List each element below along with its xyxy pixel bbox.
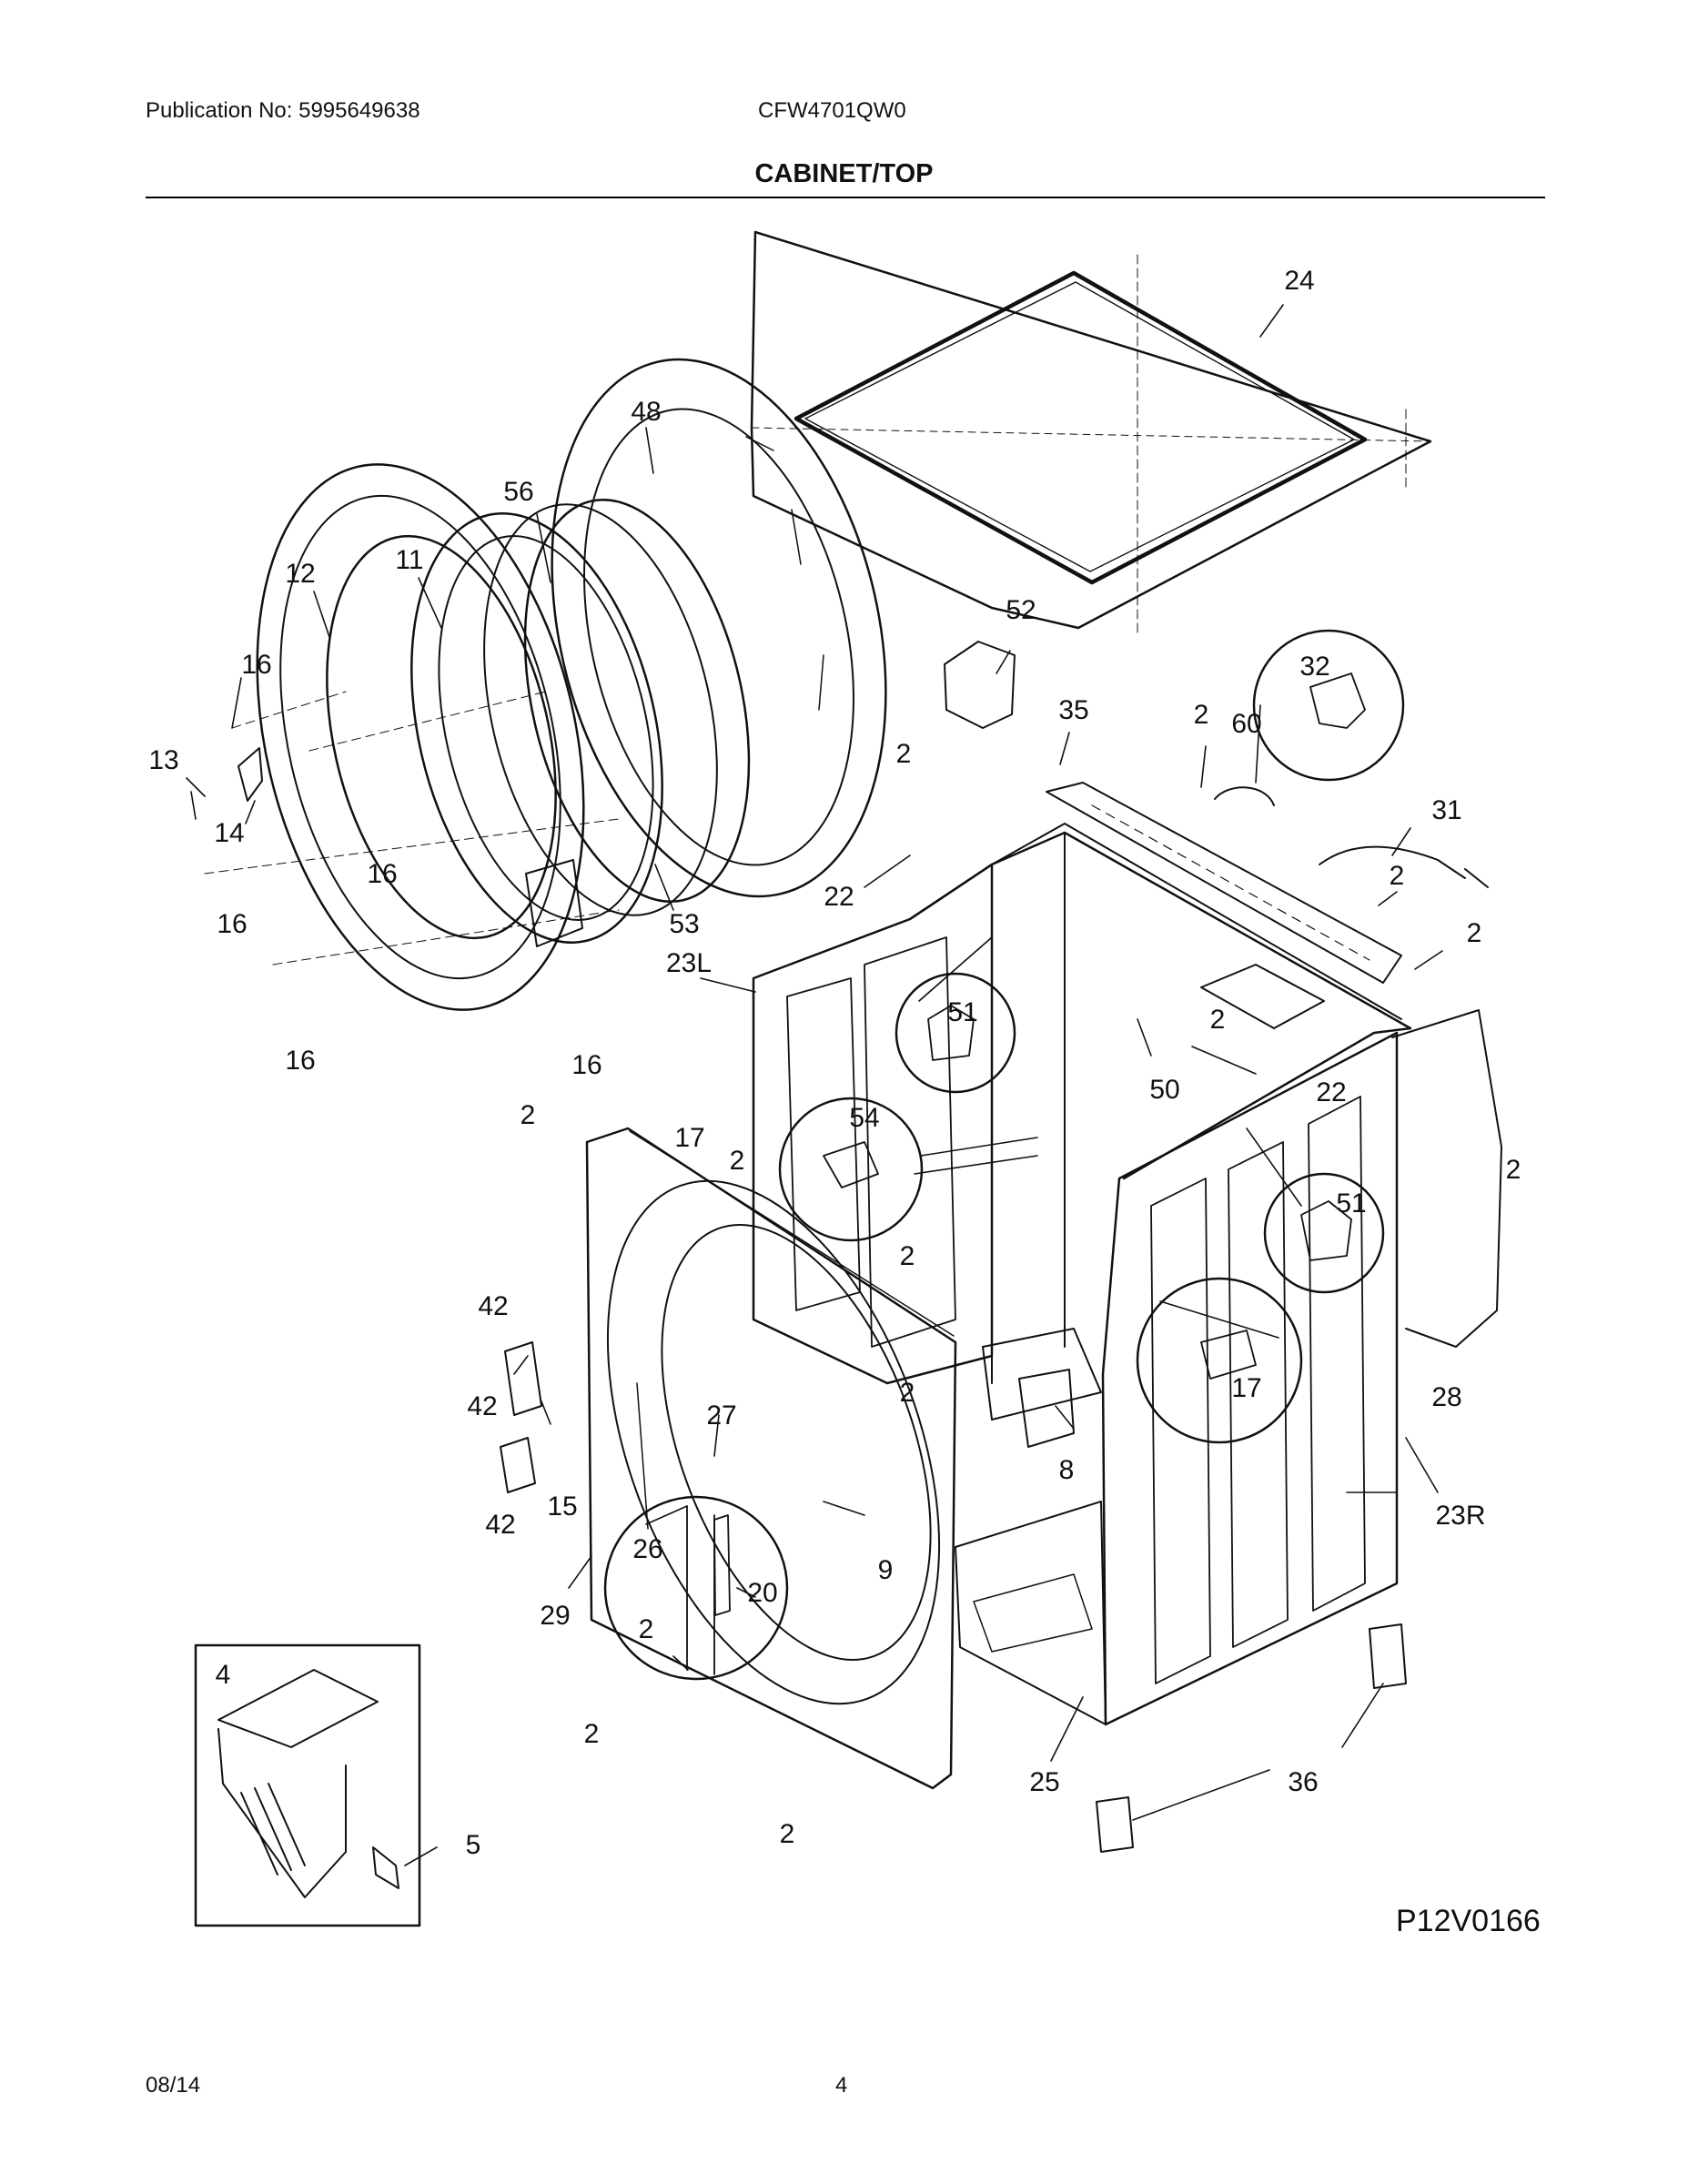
door-lock — [1018, 1369, 1075, 1448]
callout-48: 48 — [631, 397, 661, 427]
callout-2: 2 — [1210, 1005, 1226, 1035]
publication-number: Publication No: 5995649638 — [146, 98, 420, 123]
callout-17: 17 — [1231, 1373, 1261, 1403]
callout-16: 16 — [285, 1046, 315, 1076]
callout-29: 29 — [540, 1601, 570, 1631]
callout-2: 2 — [1194, 700, 1209, 730]
door-handle — [525, 859, 583, 947]
detail-contents — [686, 672, 1366, 1675]
callout-2: 2 — [639, 1614, 654, 1644]
page-number: 4 — [835, 2073, 848, 2098]
detail-circle-32 — [1252, 629, 1405, 782]
callout-32: 32 — [1299, 652, 1329, 682]
detail-circle-17 — [1136, 1277, 1303, 1444]
callout-14: 14 — [214, 818, 244, 848]
callout-2: 2 — [584, 1719, 600, 1749]
callout-42: 42 — [485, 1510, 515, 1540]
callout-13: 13 — [148, 745, 178, 775]
callout-labels: 24 48 56 12 11 16 13 14 16 16 53 16 16 5… — [148, 266, 1521, 1860]
assembly-guide-lines — [204, 691, 620, 966]
callout-56: 56 — [503, 477, 533, 507]
callout-2: 2 — [900, 1378, 915, 1408]
cabinet-frame — [908, 823, 1412, 1421]
back-panel — [1391, 1009, 1502, 1348]
callout-23R: 23R — [1435, 1501, 1485, 1531]
cabinet-base — [955, 1501, 1107, 1725]
callout-22: 22 — [824, 882, 854, 912]
control-rail — [1046, 782, 1402, 984]
front-panel — [585, 1127, 957, 1790]
cord-clip — [1214, 786, 1275, 806]
model-number: CFW4701QW0 — [758, 98, 906, 123]
callout-52: 52 — [1006, 595, 1036, 625]
callout-leaders — [186, 304, 1443, 1866]
figure-id: P12V0166 — [1396, 1904, 1541, 1938]
callout-42: 42 — [467, 1391, 497, 1421]
callout-24: 24 — [1284, 266, 1314, 296]
callout-9: 9 — [878, 1555, 894, 1585]
callout-27: 27 — [706, 1400, 736, 1431]
callout-42: 42 — [478, 1291, 508, 1321]
door-gasket — [483, 503, 718, 916]
callout-2: 2 — [900, 1241, 915, 1271]
callout-2: 2 — [521, 1100, 536, 1130]
inset-box — [194, 1643, 421, 1927]
detail-circle-51-right — [1263, 1172, 1385, 1294]
cabinet-right-side — [1101, 1031, 1399, 1726]
hinge-plates — [500, 1341, 542, 1493]
detail-circle-54 — [778, 1097, 924, 1242]
outer-door-frame — [551, 358, 887, 898]
section-title: CABINET/TOP — [754, 159, 934, 188]
callout-2: 2 — [1390, 861, 1405, 891]
callout-50: 50 — [1149, 1075, 1179, 1105]
callout-53: 53 — [669, 909, 699, 939]
callout-17: 17 — [674, 1123, 704, 1153]
callout-23L: 23L — [666, 948, 712, 978]
callout-35: 35 — [1058, 695, 1088, 725]
callout-16: 16 — [571, 1050, 601, 1080]
callout-51: 51 — [947, 997, 977, 1027]
callout-15: 15 — [547, 1491, 577, 1522]
callout-5: 5 — [466, 1830, 481, 1860]
callout-54: 54 — [849, 1103, 879, 1133]
detergent-cover — [944, 641, 1016, 729]
callout-16: 16 — [217, 909, 247, 939]
callout-2: 2 — [780, 1819, 795, 1849]
callout-12: 12 — [285, 559, 315, 589]
callout-25: 25 — [1029, 1767, 1059, 1797]
top-panel — [750, 230, 1432, 638]
inner-door-ring — [523, 498, 751, 904]
leveling-feet — [1096, 1623, 1407, 1853]
power-cord — [1319, 845, 1489, 888]
callout-2: 2 — [896, 739, 912, 769]
callout-16: 16 — [241, 650, 271, 680]
header-rule — [146, 197, 1545, 198]
callout-11: 11 — [395, 545, 423, 575]
callout-31: 31 — [1431, 795, 1461, 825]
detail-circle-51-left — [895, 972, 1016, 1094]
door-bezel — [256, 463, 585, 1011]
callout-60: 60 — [1231, 709, 1261, 739]
door-glass — [410, 512, 663, 944]
footer-date: 08/14 — [146, 2073, 201, 2098]
callout-22: 22 — [1316, 1077, 1346, 1107]
callout-2: 2 — [1506, 1155, 1521, 1185]
detail-circle-20 — [603, 1495, 789, 1681]
callout-20: 20 — [747, 1578, 777, 1608]
callout-51: 51 — [1336, 1188, 1366, 1218]
callout-2: 2 — [730, 1146, 745, 1176]
callout-4: 4 — [216, 1660, 231, 1690]
callout-36: 36 — [1288, 1767, 1318, 1797]
door-hinge — [238, 747, 263, 802]
callout-26: 26 — [632, 1534, 662, 1564]
callout-28: 28 — [1431, 1382, 1461, 1412]
callout-2: 2 — [1467, 918, 1482, 948]
callout-8: 8 — [1059, 1455, 1075, 1485]
callout-16: 16 — [367, 859, 397, 889]
